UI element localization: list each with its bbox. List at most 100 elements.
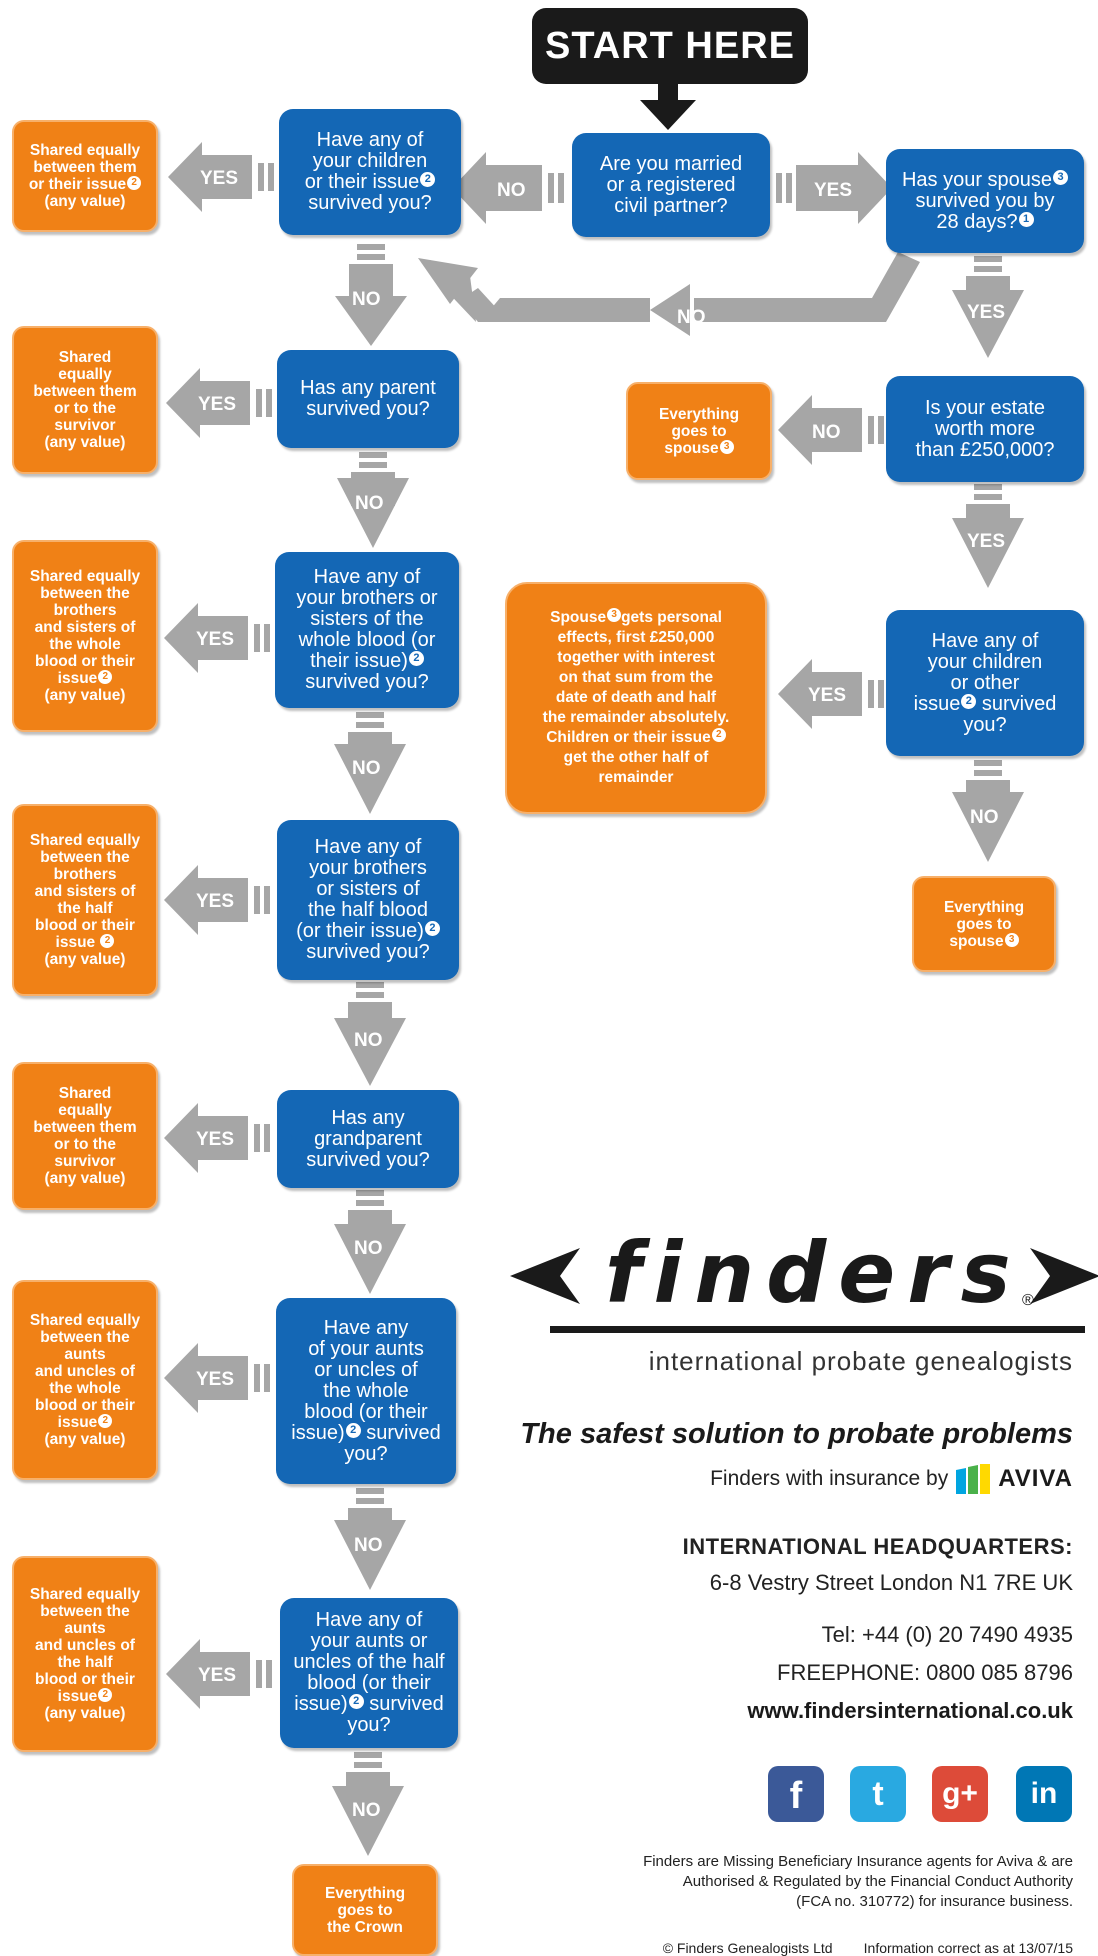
question-line: your children — [312, 150, 428, 172]
google-plus-icon[interactable]: g+ — [932, 1766, 988, 1822]
question-line: worth more — [934, 417, 1036, 440]
question-line: your brothers or — [296, 587, 438, 609]
question-aunts-half: Have any of your aunts or uncles of the … — [280, 1598, 458, 1748]
arrow-label-yes: YES — [198, 1665, 236, 1686]
footnote-2-icon: 2 — [345, 1422, 361, 1438]
linkedin-icon[interactable]: in — [1016, 1766, 1072, 1822]
footnote-3-icon: 3 — [719, 439, 734, 454]
outcome-line: and sisters of — [34, 619, 136, 636]
question-line: uncles of the half — [293, 1651, 445, 1673]
arrow-label-yes: YES — [814, 180, 852, 201]
website-link[interactable]: www.findersinternational.co.uk — [747, 1698, 1073, 1723]
outcome-line: or to the — [54, 400, 116, 417]
question-children-issue: Have any of your children or their issue… — [279, 109, 461, 235]
outcome-line: the half — [57, 1654, 113, 1671]
arrow-label-no: NO — [677, 307, 706, 328]
footnote-2-icon: 2 — [348, 1694, 364, 1709]
question-line: survived you? — [305, 671, 429, 693]
outcome-line: between the — [40, 585, 130, 602]
question-estate: Is your estate worth more than £250,000? — [886, 376, 1084, 482]
outcome-aunts-half-shared: Shared equally between the aunts and unc… — [12, 1556, 158, 1752]
question-line: survived you? — [306, 398, 430, 420]
arrow-grandparent-no: NO — [334, 1190, 406, 1294]
question-line: you? — [344, 1442, 388, 1465]
outcome-line: survivor — [54, 417, 116, 434]
arrow-label-no: NO — [352, 1800, 381, 1821]
insurance-line: Finders with insurance by AVIVA — [710, 1464, 1073, 1494]
question-line: blood (or their — [307, 1672, 431, 1694]
outcome-line: (any value) — [44, 687, 126, 704]
question-children-other: Have any of your children or other issue… — [886, 610, 1084, 756]
question-line: (or their issue)2 — [296, 921, 440, 942]
outcome-line: on that sum from the — [558, 669, 714, 686]
outcome-brothers-half-shared: Shared equally between the brothers and … — [12, 804, 158, 996]
outcome-line: Shared equally — [29, 832, 141, 849]
outcome-line: the half — [57, 900, 113, 917]
arrow-estate-yes: YES — [952, 484, 1024, 588]
arrow-children-no: NO — [335, 244, 407, 346]
outcome-line: between them — [33, 159, 137, 176]
arrow-label-yes: YES — [200, 168, 238, 189]
footnote-3-icon: 3 — [607, 608, 622, 622]
hq-label: INTERNATIONAL HEADQUARTERS: — [682, 1534, 1073, 1559]
question-brothers-whole: Have any of your brothers or sisters of … — [275, 552, 459, 708]
arrow-brothers-whole-no: NO — [334, 712, 406, 814]
registered-mark: ® — [1022, 1292, 1034, 1309]
outcome-parent-shared: Shared equally between them or to the su… — [12, 326, 158, 474]
outcome-line: between the — [40, 849, 130, 866]
arrow-start-down — [640, 84, 696, 130]
outcome-grandparent-shared: Shared equally between them or to the su… — [12, 1062, 158, 1210]
logo-wordmark: finders — [605, 1224, 1023, 1322]
disclaimer-line: Authorised & Regulated by the Financial … — [682, 1873, 1073, 1890]
outcome-line: remainder — [598, 769, 674, 786]
arrow-label-yes: YES — [196, 891, 234, 912]
footnote-2-icon: 2 — [127, 176, 142, 190]
outcome-line: brothers — [53, 602, 117, 619]
facebook-icon[interactable]: f — [768, 1766, 824, 1822]
logo-chevrons — [510, 1248, 1098, 1304]
outcome-line: (any value) — [44, 1170, 126, 1187]
outcome-line: and sisters of — [34, 883, 136, 900]
left-chevron-icon — [510, 1248, 580, 1304]
outcome-line: equally — [58, 366, 112, 383]
footnote-2-icon: 2 — [961, 693, 977, 709]
arrow-parent-yes: YES — [166, 368, 272, 438]
outcome-line: (any value) — [44, 1431, 126, 1448]
footnote-2-icon: 2 — [98, 670, 113, 684]
outcome-line: blood or their — [35, 1671, 135, 1688]
question-line: civil partner? — [614, 194, 728, 217]
question-line: Is your estate — [924, 396, 1046, 419]
footnote-2-icon: 2 — [424, 921, 440, 936]
arrow-label-no: NO — [354, 1238, 383, 1259]
outcome-line: the Crown — [327, 1918, 403, 1936]
brand-tagline: The safest solution to probate problems — [520, 1418, 1073, 1450]
question-line: the half blood — [307, 899, 429, 921]
arrow-label-no: NO — [354, 1535, 383, 1556]
arrow-label-yes: YES — [196, 1129, 234, 1150]
twitter-icon[interactable]: t — [850, 1766, 906, 1822]
outcome-line: Everything — [943, 898, 1025, 916]
arrow-label-no: NO — [812, 422, 841, 443]
question-line: your children — [927, 650, 1043, 673]
disclaimer: Finders are Missing Beneficiary Insuranc… — [643, 1852, 1073, 1912]
question-married: Are you married or a registered civil pa… — [572, 133, 770, 237]
copyright: © Finders Genealogists Ltd Information c… — [662, 1940, 1073, 1956]
question-parent: Has any parent survived you? — [277, 350, 459, 448]
outcome-line: equally — [58, 1102, 112, 1119]
question-aunts-whole: Have any of your aunts or uncles of the … — [276, 1298, 456, 1484]
arrow-aunts-half-yes: YES — [166, 1639, 272, 1709]
question-line: the whole — [323, 1379, 409, 1402]
outcome-line: (any value) — [44, 193, 126, 210]
outcome-line: date of death and half — [555, 689, 717, 706]
arrow-brothers-half-no: NO — [334, 982, 406, 1086]
arrow-children-yes: YES — [168, 142, 274, 212]
question-line: Has any — [331, 1106, 405, 1129]
outcome-line: the remainder absolutely. — [542, 709, 730, 726]
